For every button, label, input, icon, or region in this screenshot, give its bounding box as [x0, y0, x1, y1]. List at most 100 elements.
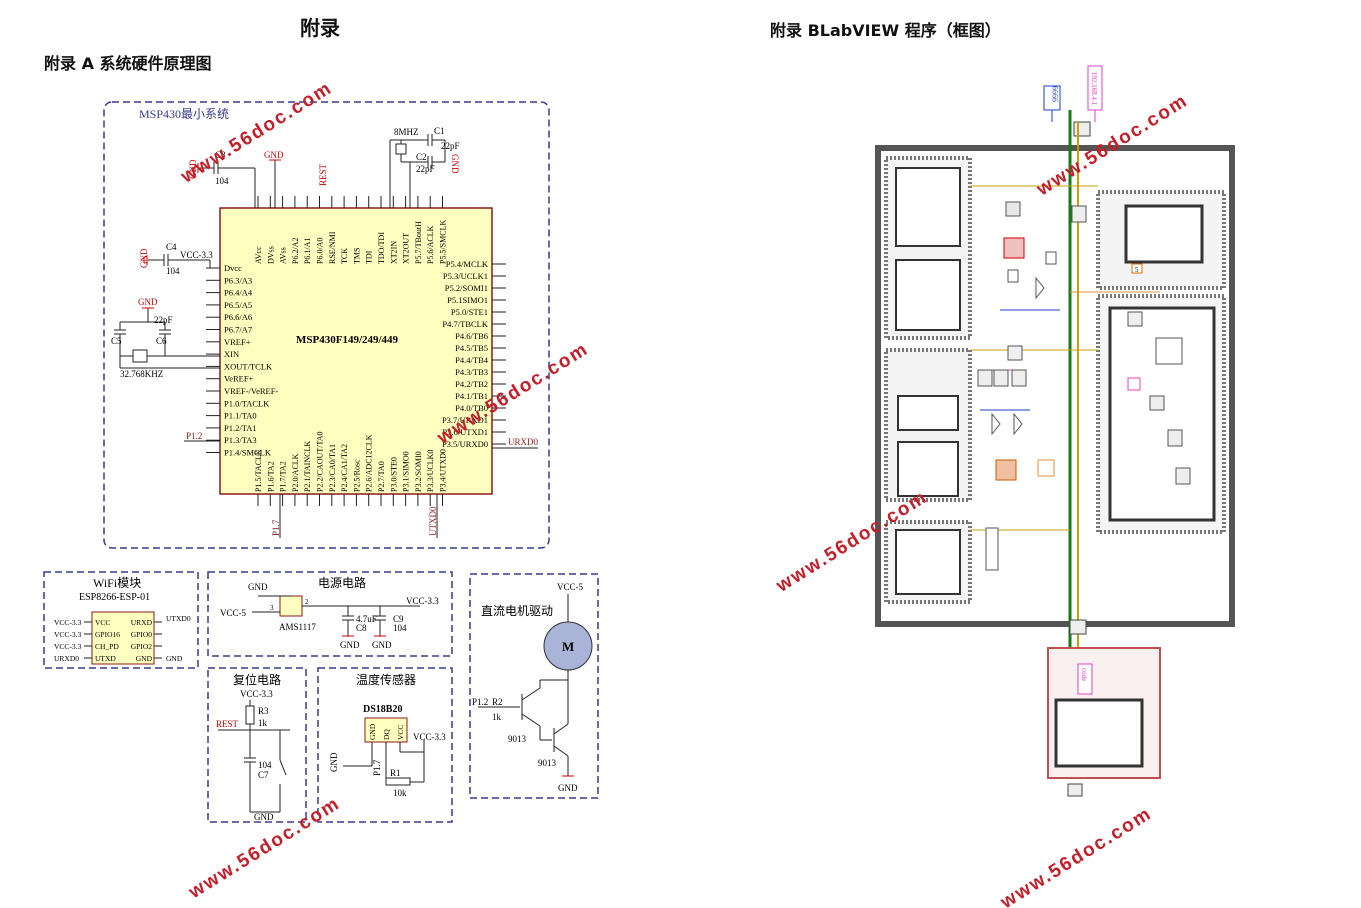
- mcu-bottom-pin-label: P3.3/UCLK0: [426, 450, 435, 492]
- wifi-left-net-label: VCC-3.3: [54, 642, 82, 651]
- motor-p12: P1.2: [472, 697, 488, 707]
- right-case-top: [1124, 204, 1204, 264]
- hf-crystal-label: 8MHZ: [394, 127, 419, 137]
- reset-r3-value: 1k: [258, 718, 268, 728]
- mcu-left-pin-label: P1.2/TA1: [224, 423, 257, 433]
- mcu-right-pin-label: P4.7/TBCLK: [442, 319, 488, 329]
- case-3: [897, 395, 959, 431]
- wifi-right-pin-label: GPIO0: [131, 630, 153, 639]
- compare-node-1: [1035, 276, 1045, 300]
- temp-part: DS18B20: [363, 704, 402, 715]
- gnd-label-2: GND: [264, 150, 284, 160]
- compare-node-3: [1013, 412, 1023, 436]
- power-gnd-2: GND: [340, 640, 360, 650]
- wifi-right-pin-label: GND: [136, 654, 153, 663]
- c5-label: C5: [111, 336, 122, 346]
- wifi-right-net-label: GND: [166, 654, 183, 663]
- urxd0-net-label: URXD0: [508, 437, 539, 447]
- power-vcc33: VCC-3.3: [406, 596, 439, 606]
- mcu-block-label: MSP430最小系统: [139, 107, 229, 121]
- power-reg-name: AMS1117: [279, 622, 316, 632]
- mcu-right-pin-label: P5.3/UCLK1: [443, 271, 488, 281]
- mcu-left-pin-label: VREF-/VeREF-: [224, 386, 278, 396]
- wifi-right-net-label: UTXD0: [166, 614, 191, 623]
- c1-value: 22pF: [441, 141, 460, 151]
- reset-vcc33: VCC-3.3: [240, 689, 273, 699]
- wifi-right-pin-label: URXD: [131, 618, 153, 627]
- ds18b20-pin-label: GND: [368, 723, 377, 740]
- mcu-left-pin-label: VeREF+: [224, 374, 254, 384]
- ds18b20-pin-label: VCC: [396, 725, 405, 740]
- mcu-right-pin-label: P5.1SIMO1: [447, 295, 488, 305]
- c3-capacitor: [194, 159, 281, 208]
- power-pin2: 2: [305, 598, 309, 606]
- mcu-top-pin-label: TCK: [340, 248, 349, 264]
- mcu-bottom-pin-label: P2.2/CAOUT/TA0: [316, 432, 325, 492]
- temp-r1: R1: [390, 768, 401, 778]
- mcu-left-pin-label: P1.4/SMCLK: [224, 448, 272, 458]
- mcu-bottom-pin-label: P2.0/ACLK: [291, 453, 300, 492]
- motor-driver-wires: [478, 594, 574, 777]
- lf-crystal-label: 32.768KHZ: [120, 369, 163, 379]
- mcu-right-pin-label: P5.2/SOMI1: [445, 283, 488, 293]
- temp-vcc33: VCC-3.3: [413, 732, 446, 742]
- mcu-top-pin-label: XT2OUT: [402, 233, 411, 264]
- mcu-bottom-pin-label: P3.4/UTXD0: [439, 449, 448, 492]
- mcu-bottom-pin-label: P3.2/SOMI0: [414, 451, 423, 492]
- wifi-left-net-label: VCC-3.3: [54, 618, 82, 627]
- utxd0-net-label: UTXD0: [428, 506, 438, 536]
- mcu-right-pin-label: P4.6/TB6: [455, 331, 488, 341]
- mcu-left-pin-label: P6.6/A6: [224, 312, 252, 322]
- code-string-node: [1077, 663, 1093, 695]
- ds18b20-chip: [364, 717, 408, 743]
- tcp-close-node: [1067, 783, 1083, 797]
- p12-net-label: P1.2: [186, 431, 202, 441]
- mcu-top-pin-label: TDI: [365, 250, 374, 264]
- mcu-top-pin-label: P5.5/SMCLK: [439, 220, 448, 264]
- c8-label: C8: [356, 623, 367, 633]
- section-a-title: 附录 A 系统硬件原理图: [44, 54, 212, 73]
- c6-value: 22pF: [154, 315, 173, 325]
- mcu-bottom-pin-label: P2.6/ADC12CLK: [365, 434, 374, 492]
- mcu-top-pin-label: P5.6/ACLK: [426, 225, 435, 264]
- mcu-left-pin-label: P1.3/TA3: [224, 435, 257, 445]
- mcu-right-pin-label: P4.1/TB1: [455, 391, 488, 401]
- labview-block-diagram: 9999 192.168.4.1 5: [875, 65, 1235, 797]
- case-1: [895, 167, 961, 247]
- temp-gnd: GND: [329, 752, 339, 772]
- mcu-left-pin-label: P1.0/TACLK: [224, 398, 270, 408]
- c8-value: 4.7uF: [356, 614, 377, 624]
- mcu-right-pin-label: P4.4/TB4: [455, 355, 489, 365]
- mcu-left-pin-label: Dvcc: [224, 263, 242, 273]
- tcp-open-node: [1073, 121, 1091, 137]
- mcu-top-pin-label: XT2IN: [389, 241, 398, 264]
- reset-wires: [218, 700, 290, 813]
- c6-label: C6: [156, 336, 167, 346]
- power-block-frame: [207, 571, 453, 657]
- error-case-inner: [1054, 698, 1144, 768]
- reset-c7-value: 104: [258, 760, 272, 770]
- mcu-bottom-pin-label: P1.5/TACLK: [254, 449, 263, 492]
- wifi-left-net-label: URXD0: [54, 654, 79, 663]
- power-gnd: GND: [248, 582, 268, 592]
- mcu-left-pin-label: P6.7/A7: [224, 325, 252, 335]
- temp-block-frame: [317, 667, 453, 823]
- lf-crystal: [114, 307, 220, 369]
- mcu-right-pin-label: P4.3/TB3: [455, 367, 488, 377]
- ams1117-chip: [279, 595, 303, 617]
- c3-value: 104: [215, 176, 229, 186]
- code-string-value: code: [1080, 668, 1088, 681]
- mcu-top-pin-label: P5.7/TBoutH: [414, 221, 423, 264]
- reset-rest: REST: [216, 719, 239, 729]
- wifi-left-net-label: VCC-3.3: [54, 630, 82, 639]
- page-title: 附录: [300, 16, 340, 40]
- c2-label: C2: [416, 152, 427, 162]
- reset-gnd: GND: [254, 812, 274, 822]
- rest-label-top: REST: [318, 163, 328, 186]
- mcu-bottom-pin-label: P2.5/Rosc: [352, 459, 361, 492]
- motor-q2: 9013: [538, 758, 557, 768]
- mcu-left-pin-label: P6.3/A3: [224, 275, 252, 285]
- mcu-right-pin-label: P3.5/URXD0: [442, 439, 488, 449]
- while-loop: [875, 145, 1235, 627]
